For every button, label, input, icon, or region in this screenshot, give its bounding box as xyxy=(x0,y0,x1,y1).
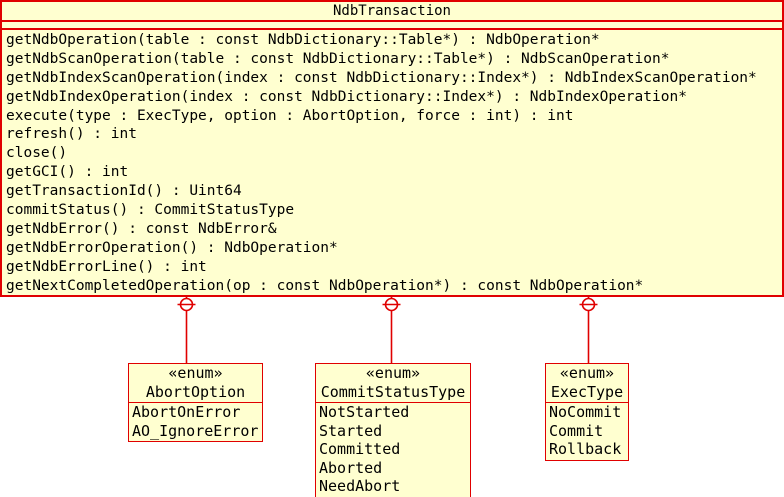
containment-connector[interactable] xyxy=(177,297,196,363)
enum-stereotype: «enum» xyxy=(168,364,223,382)
operation-item: getNdbOperation(table : const NdbDiction… xyxy=(6,32,600,48)
enum-literal: Committed xyxy=(319,440,401,458)
enum-literal: Rollback xyxy=(549,440,622,458)
operation-item: getNdbErrorLine() : int xyxy=(6,258,207,275)
class-box-ndbtransaction[interactable]: NdbTransaction getNdbOperation(table : c… xyxy=(0,0,784,297)
operation-item: getNdbError() : const NdbError& xyxy=(6,220,277,237)
containment-connector[interactable] xyxy=(382,297,401,363)
enum-stereotype: «enum» xyxy=(559,364,615,382)
operation-item: getNdbIndexScanOperation(index : const N… xyxy=(6,69,757,86)
enum-header: «enum» AbortOption xyxy=(129,364,262,403)
enum-literal: Aborted xyxy=(319,458,383,477)
containment-connectors xyxy=(177,297,598,363)
operation-item: getGCI() : int xyxy=(6,164,129,181)
enum-name: ExecType xyxy=(550,383,624,401)
class-name: NdbTransaction xyxy=(2,2,782,22)
enum-literal: Started xyxy=(319,421,383,440)
enum-header: «enum» ExecType xyxy=(546,364,628,403)
operation-item: refresh() : int xyxy=(6,126,137,143)
enum-literal: Commit xyxy=(549,421,604,440)
enum-stereotype: «enum» xyxy=(365,364,421,382)
enum-name: AbortOption xyxy=(145,383,246,401)
operation-item: getNextCompletedOperation(op : const Ndb… xyxy=(6,277,644,294)
enum-literal: NeedAbort xyxy=(319,477,401,495)
operation-item: close() xyxy=(6,145,68,162)
enum-literal: AbortOnError xyxy=(132,403,241,421)
containment-connector[interactable] xyxy=(579,297,598,363)
enum-name: CommitStatusType xyxy=(320,383,466,401)
operation-item: getNdbScanOperation(table : const NdbDic… xyxy=(6,50,670,67)
operation-item: getTransactionId() : Uint64 xyxy=(6,183,242,200)
operation-item: commitStatus() : CommitStatusType xyxy=(6,202,295,219)
operations-compartment: getNdbOperation(table : const NdbDiction… xyxy=(2,30,782,295)
enum-literal: AO_IgnoreError xyxy=(132,421,259,440)
attributes-compartment xyxy=(2,22,782,30)
enum-header: «enum» CommitStatusType xyxy=(316,364,470,403)
enum-literal: NoCommit xyxy=(549,403,622,421)
operation-item: getNdbErrorOperation() : NdbOperation* xyxy=(6,239,338,256)
operation-item: getNdbIndexOperation(index : const NdbDi… xyxy=(6,88,687,105)
operation-item: execute(type : ExecType, option : AbortO… xyxy=(6,107,574,124)
enum-literal: NotStarted xyxy=(319,403,410,421)
